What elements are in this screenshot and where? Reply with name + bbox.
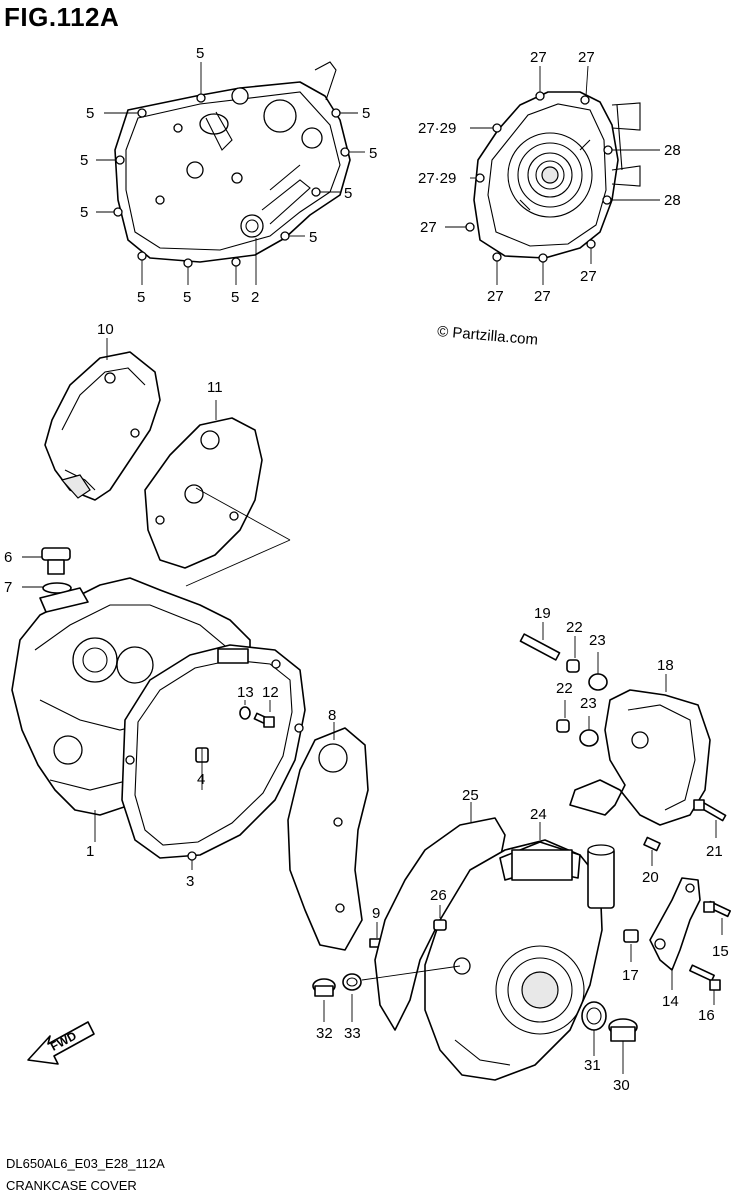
callout-12: 12: [262, 684, 279, 701]
callout-32: 32: [316, 1025, 333, 1042]
callout-21: 21: [706, 843, 723, 860]
plug-and-o-ring: [312, 965, 461, 1022]
callout-27: 27: [578, 49, 595, 66]
callout-30: 30: [613, 1077, 630, 1094]
stud-and-grommets: [519, 622, 608, 747]
callout-15: 15: [712, 943, 729, 960]
callout-19: 19: [534, 605, 551, 622]
callout-18: 18: [657, 657, 674, 674]
callout-8: 8: [328, 707, 336, 724]
part-10-shield: [44, 351, 161, 501]
oil-filler-cap: [22, 547, 72, 594]
callout-28: 28: [664, 192, 681, 209]
callout-27: 27: [534, 288, 551, 305]
callout-23: 23: [580, 695, 597, 712]
part-26-dowel: [433, 905, 447, 931]
part-17-dowel: [623, 929, 639, 962]
callout-27-29: 27·29: [418, 120, 456, 137]
callout-20: 20: [642, 869, 659, 886]
callout-7: 7: [4, 579, 12, 596]
part-3-gasket: [121, 644, 306, 870]
callout-23: 23: [589, 632, 606, 649]
callout-27: 27: [487, 288, 504, 305]
part-8-plate: [287, 722, 369, 951]
callout-22: 22: [566, 619, 583, 636]
callout-3: 3: [186, 873, 194, 890]
callout-labels: 5 5 5 5 5 5 5 2 5 5 5 5 27 27 27·29 28 2…: [4, 45, 729, 1094]
callout-26: 26: [430, 887, 447, 904]
part-18-cover: [569, 674, 711, 826]
callout-5: 5: [362, 105, 370, 122]
callout-5: 5: [309, 229, 317, 246]
callout-27: 27: [420, 219, 437, 236]
callout-6: 6: [4, 549, 12, 566]
part-24-cover: [424, 822, 615, 1081]
bolts-20-21: [643, 799, 727, 866]
filler-plug-and-o-ring: [581, 1001, 638, 1074]
figure-code: DL650AL6_E03_E28_112A: [6, 1156, 165, 1171]
callout-10: 10: [97, 321, 114, 338]
callout-5: 5: [183, 289, 191, 306]
callout-5: 5: [369, 145, 377, 162]
dowel-and-bolts: [195, 700, 275, 790]
callout-5: 5: [80, 204, 88, 221]
callout-5: 5: [137, 289, 145, 306]
callout-14: 14: [662, 993, 679, 1010]
callout-5: 5: [86, 105, 94, 122]
callout-16: 16: [698, 1007, 715, 1024]
callout-5: 5: [80, 152, 88, 169]
callout-27: 27: [580, 268, 597, 285]
fwd-arrow-icon: FWD: [27, 1021, 95, 1065]
callout-11: 11: [207, 379, 223, 396]
callout-leaders: [96, 62, 660, 360]
callout-28: 28: [664, 142, 681, 159]
part-11-plate: [144, 400, 291, 587]
callout-5: 5: [231, 289, 239, 306]
callout-13: 13: [237, 684, 254, 701]
part-14-bracket: [649, 877, 732, 1005]
callout-5: 5: [344, 185, 352, 202]
callout-22: 22: [556, 680, 573, 697]
figure-title: FIG.112A: [4, 2, 120, 32]
figure-name: CRANKCASE COVER: [6, 1178, 137, 1193]
generator-cover: [465, 91, 641, 263]
callout-5: 5: [196, 45, 204, 62]
callout-31: 31: [584, 1057, 601, 1074]
callout-33: 33: [344, 1025, 361, 1042]
callout-17: 17: [622, 967, 639, 984]
callout-25: 25: [462, 787, 479, 804]
callout-24: 24: [530, 806, 547, 823]
callout-27: 27: [530, 49, 547, 66]
callout-4: 4: [197, 771, 205, 788]
callout-9: 9: [372, 905, 380, 922]
callout-2: 2: [251, 289, 259, 306]
clutch-cover: [113, 61, 351, 268]
callout-27-29: 27·29: [418, 170, 456, 187]
callout-1: 1: [86, 843, 94, 860]
